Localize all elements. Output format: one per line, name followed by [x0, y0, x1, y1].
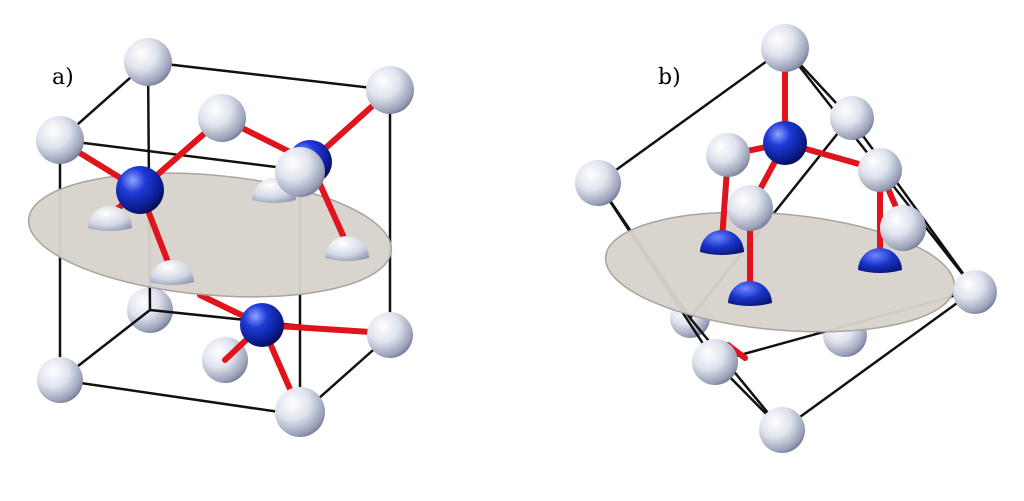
dark-atom: [116, 166, 164, 214]
atom: [367, 312, 413, 358]
dark-atom-half: [858, 248, 902, 273]
atom-half: [150, 260, 194, 285]
atom: [858, 148, 902, 192]
atom: [830, 96, 874, 140]
atom: [366, 66, 414, 114]
panel-b-label: b): [658, 65, 681, 90]
panel-b: b): [575, 24, 997, 453]
panel-a: a): [27, 38, 414, 437]
atom: [759, 407, 805, 453]
atom: [275, 147, 325, 197]
panel-a-label: a): [52, 65, 74, 90]
atom: [953, 270, 997, 314]
atom: [275, 387, 325, 437]
atom: [575, 160, 621, 206]
atom: [198, 94, 246, 142]
atom: [124, 38, 172, 86]
dark-atom: [763, 121, 807, 165]
atom: [880, 205, 926, 251]
atom-half: [88, 206, 132, 231]
atom: [706, 133, 750, 177]
dark-atom: [240, 303, 284, 347]
atom: [727, 185, 773, 231]
atom: [692, 339, 738, 385]
dark-atom-half: [700, 230, 744, 255]
atom: [761, 24, 809, 72]
atom-half: [325, 236, 369, 261]
atom: [36, 116, 84, 164]
atom: [37, 357, 83, 403]
dark-atom-half: [728, 281, 772, 306]
